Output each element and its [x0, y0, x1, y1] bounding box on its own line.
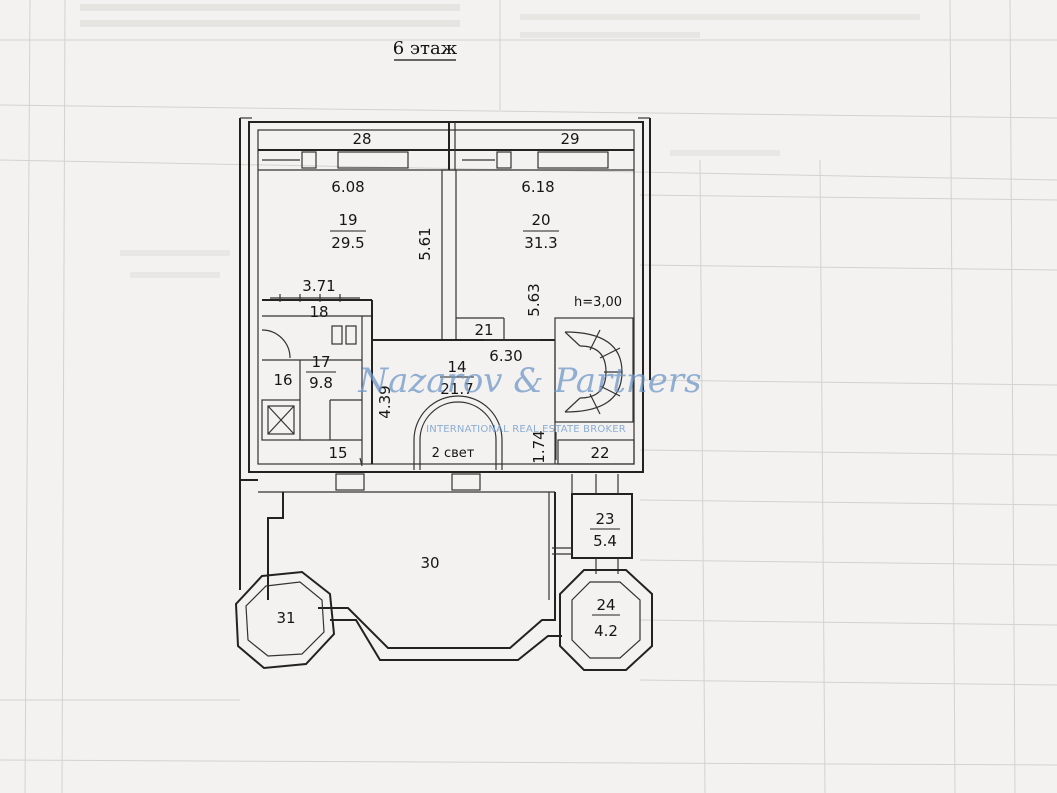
floor-title: 6 этаж [393, 38, 458, 59]
room-29-number: 29 [560, 130, 579, 148]
dim-1-74: 1.74 [530, 430, 548, 463]
room-17-number: 17 [311, 353, 330, 371]
room-24-area: 4.2 [594, 622, 618, 640]
dimension-ticks [270, 294, 557, 460]
room-28-number: 28 [352, 130, 371, 148]
second-light-label: 2 свет [432, 446, 475, 461]
room-14-number: 14 [447, 358, 466, 376]
room-17-area: 9.8 [309, 374, 333, 392]
room-19-area: 29.5 [331, 234, 364, 252]
room-22-number: 22 [590, 444, 609, 462]
octagon-room-24 [559, 569, 653, 671]
interior-walls [258, 169, 635, 493]
room-21-number: 21 [474, 321, 493, 339]
room-19-number: 19 [338, 211, 357, 229]
room-20-number: 20 [531, 211, 550, 229]
room-20-area: 31.3 [524, 234, 557, 252]
dim-6-08: 6.08 [331, 178, 364, 196]
dim-5-63: 5.63 [525, 283, 543, 316]
room-23-area: 5.4 [593, 532, 617, 550]
octagon-room-31 [234, 570, 336, 670]
dim-3-71: 3.71 [302, 277, 335, 295]
room-16-number: 16 [273, 371, 292, 389]
room-31-number: 31 [276, 609, 295, 627]
upper-block-walls [239, 117, 651, 590]
room-18-number: 18 [309, 303, 328, 321]
agency-watermark: Nazarov & Partners INTERNATIONAL REAL ES… [357, 361, 701, 435]
ceiling-height: h=3,00 [574, 295, 622, 310]
watermark-tagline: INTERNATIONAL REAL ESTATE BROKER [426, 424, 626, 435]
room-15-number: 15 [328, 444, 347, 462]
terrace-walls [239, 474, 633, 661]
dim-5-61: 5.61 [416, 227, 434, 260]
room-14-area: 21.7 [440, 380, 473, 398]
dim-6-30: 6.30 [489, 347, 522, 365]
room-23-number: 23 [595, 510, 614, 528]
dim-6-18: 6.18 [521, 178, 554, 196]
dim-4-39: 4.39 [376, 385, 394, 418]
watermark-brand: Nazarov & Partners [357, 361, 701, 401]
room-24-number: 24 [596, 596, 615, 614]
room-30-number: 30 [420, 554, 439, 572]
